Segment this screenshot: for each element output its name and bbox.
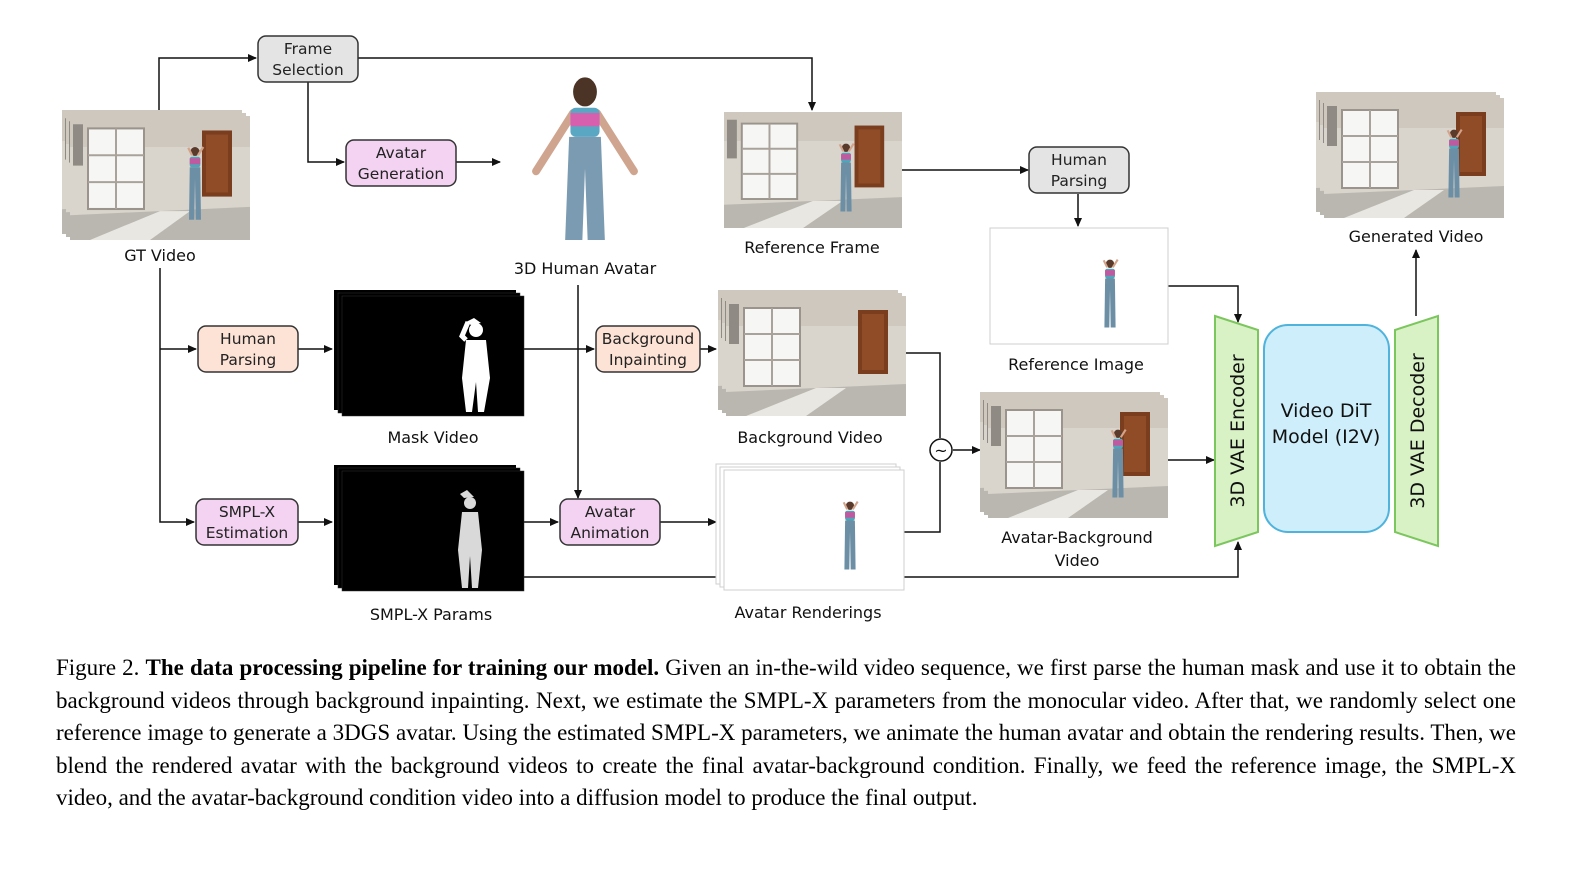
- smplx-estimation-box: SMPL-X Estimation: [195, 498, 299, 546]
- avatar-animation-box: Avatar Animation: [559, 498, 661, 546]
- svg-text:Model (I2V): Model (I2V): [1272, 426, 1381, 448]
- svg-text:Video DiT: Video DiT: [1281, 400, 1372, 422]
- background-video-thumbnail: [718, 290, 906, 416]
- svg-text:Parsing: Parsing: [1051, 172, 1108, 190]
- caption-body: Given an in-the-wild video sequence, we …: [56, 655, 1516, 810]
- svg-text:Selection: Selection: [272, 61, 343, 79]
- frame-selection-box: Frame Selection: [257, 35, 359, 83]
- reference-image: [989, 227, 1169, 345]
- reference-frame-thumbnail: [724, 112, 902, 228]
- svg-text:~: ~: [934, 441, 947, 460]
- generated-video-thumbnail: [1316, 92, 1504, 218]
- smplx-params-label: SMPL-X Params: [370, 605, 492, 624]
- vae-encoder-block: 3D VAE Encoder: [1214, 314, 1259, 548]
- human-parsing-box-top: Human Parsing: [1028, 146, 1130, 194]
- human-parsing-box-mid: Human Parsing: [197, 325, 299, 373]
- pipeline-diagram: GT Video Frame Selection Avatar Generati…: [62, 35, 1504, 624]
- svg-text:3D VAE Decoder: 3D VAE Decoder: [1407, 353, 1429, 509]
- gt-video-label: GT Video: [124, 246, 196, 265]
- avatar-background-video-label-line1: Avatar-Background: [1001, 528, 1153, 547]
- avatar-background-video-thumbnail: [980, 392, 1168, 518]
- 3d-human-avatar-label: 3D Human Avatar: [514, 259, 657, 278]
- 3d-human-avatar-image: [536, 77, 634, 240]
- svg-text:Estimation: Estimation: [206, 524, 289, 542]
- svg-text:Background: Background: [602, 330, 694, 348]
- figure-caption: Figure 2. The data processing pipeline f…: [56, 652, 1516, 815]
- svg-text:Human: Human: [220, 330, 276, 348]
- avatar-generation-box: Avatar Generation: [345, 139, 457, 187]
- svg-text:Inpainting: Inpainting: [609, 351, 687, 369]
- svg-text:3D VAE Encoder: 3D VAE Encoder: [1227, 354, 1249, 507]
- avatar-renderings-label: Avatar Renderings: [734, 603, 881, 622]
- smplx-params-thumbnail: [334, 465, 525, 592]
- avatar-background-video-label-line2: Video: [1055, 551, 1100, 570]
- blend-operator-icon: ~: [929, 438, 953, 462]
- generated-video-label: Generated Video: [1349, 227, 1484, 246]
- caption-prefix: Figure 2.: [56, 655, 140, 680]
- svg-text:Generation: Generation: [358, 165, 444, 183]
- caption-title: The data processing pipeline for trainin…: [145, 655, 660, 680]
- svg-text:Parsing: Parsing: [220, 351, 277, 369]
- svg-text:Avatar: Avatar: [585, 503, 636, 521]
- mask-video-label: Mask Video: [387, 428, 478, 447]
- svg-text:Animation: Animation: [570, 524, 649, 542]
- video-dit-model-block: Video DiT Model (I2V): [1263, 324, 1390, 533]
- svg-text:SMPL-X: SMPL-X: [219, 503, 276, 521]
- reference-frame-label: Reference Frame: [744, 238, 880, 257]
- vae-decoder-block: 3D VAE Decoder: [1394, 314, 1439, 548]
- svg-text:Frame: Frame: [284, 40, 332, 58]
- avatar-renderings-thumbnail: [715, 463, 905, 591]
- svg-text:Human: Human: [1051, 151, 1107, 169]
- mask-video-thumbnail: [334, 290, 525, 417]
- background-inpainting-box: Background Inpainting: [595, 325, 701, 373]
- background-video-label: Background Video: [737, 428, 882, 447]
- svg-text:Avatar: Avatar: [376, 144, 427, 162]
- gt-video-thumbnail: [62, 110, 250, 240]
- reference-image-label: Reference Image: [1008, 355, 1144, 374]
